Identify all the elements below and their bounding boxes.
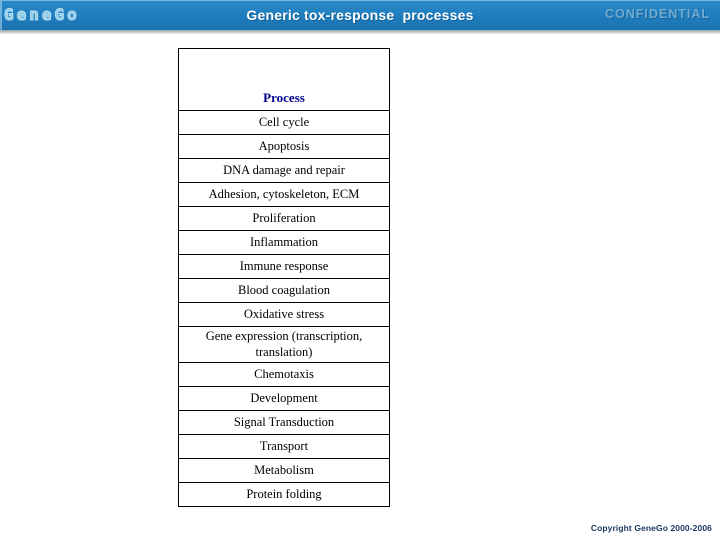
process-cell: Adhesion, cytoskeleton, ECM [178, 182, 390, 207]
copyright-label: Copyright GeneGo 2000-2006 [590, 523, 712, 533]
table-row: Inflammation [178, 230, 390, 255]
table-row: Immune response [178, 254, 390, 279]
process-cell: Cell cycle [178, 110, 390, 135]
slide-title: Generic tox-response processes [246, 7, 474, 23]
process-cell: Transport [178, 434, 390, 460]
process-cell: Inflammation [178, 230, 390, 255]
table-row: Chemotaxis [178, 362, 390, 388]
process-cell: Signal Transduction [178, 410, 390, 436]
table-row: Gene expression (transcription, translat… [178, 325, 390, 364]
table-row: Oxidative stress [178, 302, 390, 327]
process-column-header: Process [178, 48, 390, 111]
process-cell: Proliferation [178, 206, 390, 231]
table-row: DNA damage and repair [178, 158, 390, 183]
confidential-label: CONFIDENTIAL [604, 7, 710, 21]
table-row: Cell cycle [178, 110, 390, 135]
process-cell: Metabolism [178, 458, 390, 484]
table-row: Apoptosis [178, 134, 390, 159]
process-cell: DNA damage and repair [178, 158, 390, 183]
table-row: Adhesion, cytoskeleton, ECM [178, 182, 390, 207]
process-cell: Development [178, 386, 390, 412]
header-divider [0, 30, 720, 34]
genego-logo: GeneGo [4, 5, 80, 25]
process-cell: Blood coagulation [178, 278, 390, 303]
table-row: Signal Transduction [178, 410, 390, 436]
table-row: Blood coagulation [178, 278, 390, 303]
process-cell: Oxidative stress [178, 302, 390, 327]
process-cell: Immune response [178, 254, 390, 279]
table-row: Transport [178, 434, 390, 460]
process-cell: Protein folding [178, 482, 390, 508]
table-row: Protein folding [178, 482, 390, 508]
table-row: Development [178, 386, 390, 412]
table-header-row: Process [178, 48, 390, 111]
table-row: Proliferation [178, 206, 390, 231]
process-cell: Gene expression (transcription, translat… [178, 325, 390, 364]
process-cell: Chemotaxis [178, 362, 390, 388]
process-table-head: Process [178, 48, 390, 111]
process-cell: Apoptosis [178, 134, 390, 159]
header-bar: GeneGo Generic tox-response processes CO… [0, 0, 720, 30]
table-row: Metabolism [178, 458, 390, 484]
